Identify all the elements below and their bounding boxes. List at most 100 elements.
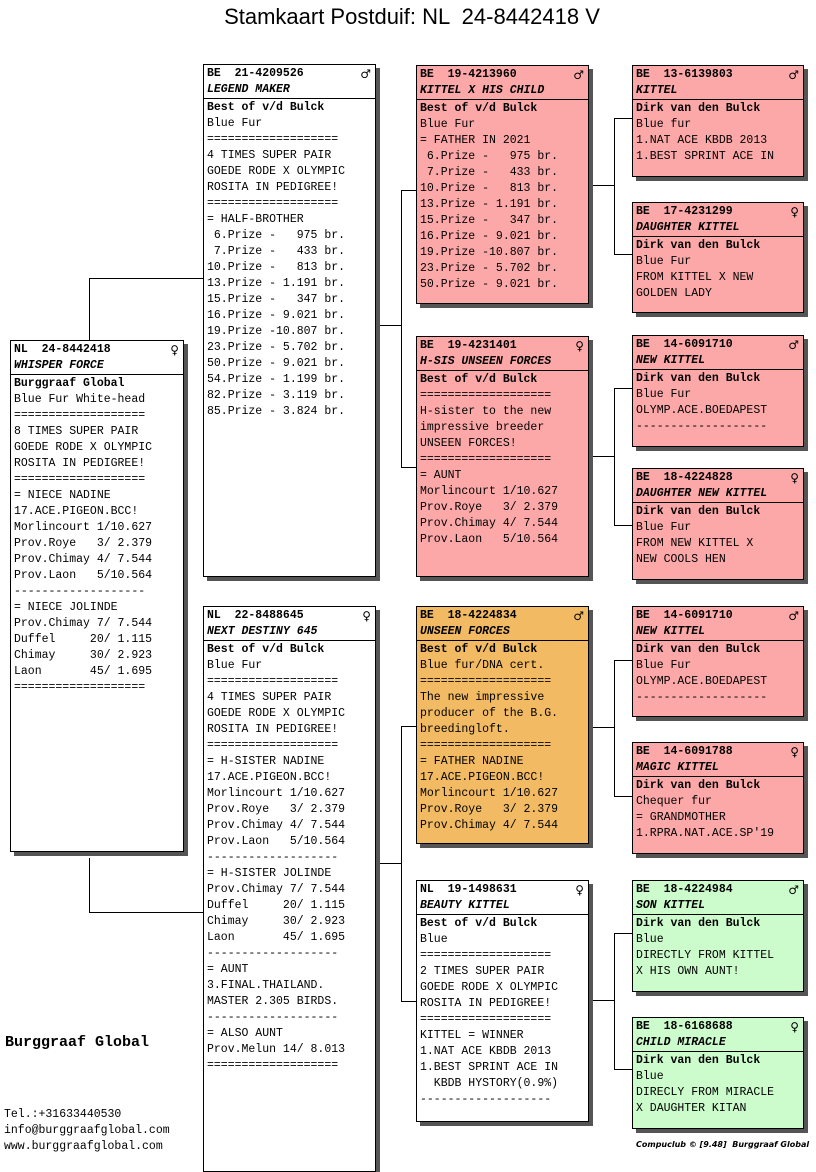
contact-website: www.burggraafglobal.com xyxy=(4,1140,163,1153)
brand-name: Burggraaf Global xyxy=(5,1034,150,1051)
connector-line xyxy=(401,190,417,191)
pigeon-name: UNSEEN FORCES xyxy=(417,624,588,641)
card-line: 82.Prize - 3.119 br. xyxy=(207,389,346,402)
card-header: BE 21-4209526♂ xyxy=(207,66,371,82)
card-line: NEW COOLS HEN xyxy=(636,553,726,566)
pigeon-name: WHISPER FORCE xyxy=(11,358,183,375)
pigeon-name: SON KITTEL xyxy=(633,898,803,915)
card-line: Blue xyxy=(636,1070,664,1083)
male-symbol-icon: ♂ xyxy=(360,67,371,81)
card-line: = AUNT xyxy=(420,469,462,482)
card-line: FROM KITTEL X NEW xyxy=(636,271,754,284)
ring-number: BE 18-4224828 xyxy=(636,471,733,484)
card-line: Blue Fur xyxy=(636,255,692,268)
card-line: 85.Prize - 3.824 br. xyxy=(207,405,346,418)
male-symbol-icon: ♂ xyxy=(788,609,799,623)
card-line: OLYMP.ACE.BOEDAPEST xyxy=(636,404,768,417)
card-line: =================== xyxy=(420,949,552,962)
connector-line xyxy=(377,325,401,326)
card-line: Morlincourt 1/10.627 xyxy=(420,485,559,498)
card-line: Prov.Laon 5/10.564 xyxy=(14,569,153,582)
connector-line xyxy=(614,118,615,255)
card-line: =================== xyxy=(14,409,146,422)
ring-number: BE 14-6091710 xyxy=(636,338,733,351)
card-line: GOEDE RODE X OLYMPIC xyxy=(14,441,153,454)
pigeon-name: NEW KITTEL xyxy=(633,353,803,370)
card-line: impressive breeder xyxy=(420,421,545,434)
card-header: BE 19-4213960♂ xyxy=(420,67,584,83)
connector-line xyxy=(590,456,614,457)
card-line: Blue Fur xyxy=(636,521,692,534)
card-line: 2 TIMES SUPER PAIR xyxy=(420,965,545,978)
card-line: Laon 45/ 1.695 xyxy=(14,665,153,678)
connector-line xyxy=(401,467,417,468)
card-line: Blue xyxy=(420,933,448,946)
ring-number: BE 19-4213960 xyxy=(420,68,517,81)
card-line: producer of the B.G. xyxy=(420,707,559,720)
card-line: Chimay 30/ 2.923 xyxy=(14,649,153,662)
card-line: Blue Fur xyxy=(420,118,476,131)
card-line: Blue Fur xyxy=(636,659,692,672)
card-line: 1.BEST SPRINT ACE IN xyxy=(420,1061,559,1074)
ring-number: NL 19-1498631 xyxy=(420,883,517,896)
card-line: = NIECE JOLINDE xyxy=(14,601,118,614)
card-line: ------------------- xyxy=(207,947,339,960)
card-header: BE 18-4224984♂ xyxy=(636,882,799,898)
card-line: ------------------- xyxy=(636,691,768,704)
card-line: =================== xyxy=(207,197,339,210)
ring-number: BE 17-4231299 xyxy=(636,205,733,218)
ring-number: BE 18-6168688 xyxy=(636,1020,733,1033)
card-line: 15.Prize - 347 br. xyxy=(207,293,346,306)
card-line: Morlincourt 1/10.627 xyxy=(14,521,153,534)
female-symbol-icon: ♀ xyxy=(575,339,584,353)
connector-line xyxy=(614,1069,633,1070)
card-header: BE 19-4231401♀ xyxy=(420,338,584,354)
male-symbol-icon: ♂ xyxy=(788,338,799,352)
card-line: = NIECE NADINE xyxy=(14,489,111,502)
connector-line xyxy=(614,525,633,526)
card-line: Prov.Chimay 4/ 7.544 xyxy=(14,553,153,566)
female-symbol-icon: ♀ xyxy=(790,1020,799,1034)
card-line: 10.Prize - 813 br. xyxy=(420,182,559,195)
card-line: ------------------- xyxy=(14,585,146,598)
card-line: 7.Prize - 433 br. xyxy=(420,166,559,179)
card-line: 3.FINAL.THAILAND. xyxy=(207,979,325,992)
pigeon-name: H-SIS UNSEEN FORCES xyxy=(417,354,588,371)
connector-line xyxy=(89,278,90,340)
card-line: The new impressive xyxy=(420,691,545,704)
male-symbol-icon: ♂ xyxy=(788,68,799,82)
card-line: =================== xyxy=(207,675,339,688)
pigeon-name: KITTEL X HIS CHILD xyxy=(417,83,588,100)
card-header: BE 17-4231299♀ xyxy=(636,204,799,220)
contact-phone: Tel.:+31633440530 xyxy=(4,1108,122,1121)
card-line: OLYMP.ACE.BOEDAPEST xyxy=(636,675,768,688)
female-symbol-icon: ♀ xyxy=(790,745,799,759)
card-line: X HIS OWN AUNT! xyxy=(636,965,740,978)
card-header: NL 24-8442418♀ xyxy=(14,342,179,358)
card-line: Prov.Roye 3/ 2.379 xyxy=(420,501,559,514)
connector-line xyxy=(377,863,401,864)
card-line: 6.Prize - 975 br. xyxy=(420,150,559,163)
owner-name: Best of v/d Bulck xyxy=(207,101,325,114)
card-line: H-sister to the new xyxy=(420,405,552,418)
owner-name: Dirk van den Bulck xyxy=(636,239,761,252)
card-line: =================== xyxy=(207,739,339,752)
card-line: 23.Prize - 5.702 br. xyxy=(420,262,559,275)
connector-line xyxy=(614,660,615,797)
card-line: Chequer fur xyxy=(636,795,712,808)
card-line: 10.Prize - 813 br. xyxy=(207,261,346,274)
card-line: Blue xyxy=(636,933,664,946)
card-line: Blue fur xyxy=(636,118,692,131)
card-header: BE 13-6139803♂ xyxy=(636,67,799,83)
connector-line xyxy=(614,796,633,797)
card-line: 17.ACE.PIGEON.BCC! xyxy=(207,771,332,784)
owner-name: Dirk van den Bulck xyxy=(636,102,761,115)
connector-line xyxy=(614,254,633,255)
connector-line xyxy=(401,190,402,468)
